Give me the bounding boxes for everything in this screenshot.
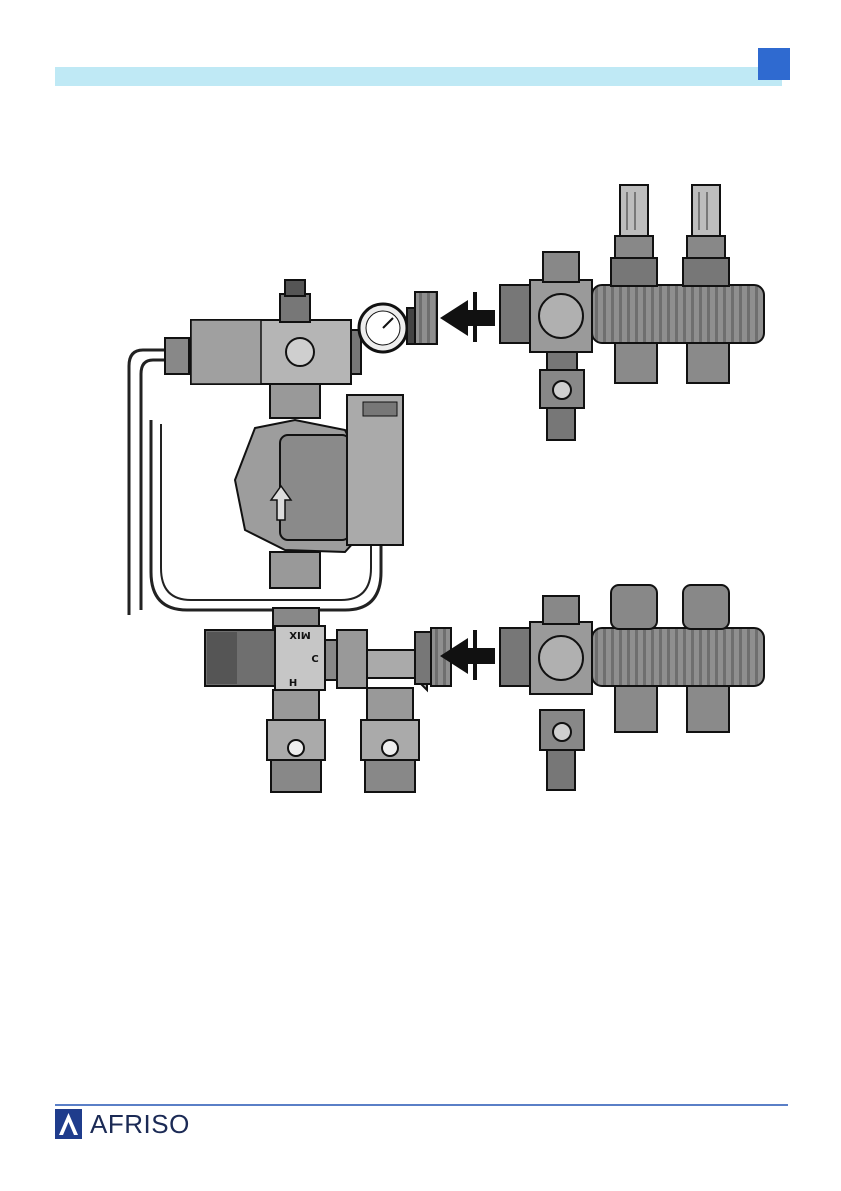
logo-wordmark: AFRISO (90, 1109, 190, 1139)
chapter-marker (758, 48, 790, 80)
pump-control-box (347, 395, 403, 545)
mix-label: MIX (289, 629, 311, 640)
ball-valve-left (267, 690, 325, 792)
header-bar (55, 67, 782, 86)
valve-cap-2 (683, 585, 729, 629)
top-distributor-bar (592, 285, 764, 343)
valve-cap-1 (611, 585, 657, 629)
assembly-arrow-top (440, 300, 495, 336)
flow-meter-2 (683, 185, 729, 286)
c-port-label: C (311, 654, 318, 665)
afriso-logo-icon (55, 1109, 82, 1139)
ball-valve-right (361, 688, 419, 792)
bottom-distributor-bar (592, 628, 764, 686)
footer-rule (55, 1104, 788, 1106)
afriso-logo: AFRISO (55, 1109, 190, 1139)
flow-meter-1 (611, 185, 657, 286)
h-port-label: H (289, 678, 297, 689)
bypass-pipe (129, 350, 187, 615)
pipe-fitting (165, 338, 189, 374)
mixing-station-illustration: MIX C H (115, 180, 785, 798)
air-vent (280, 294, 310, 322)
